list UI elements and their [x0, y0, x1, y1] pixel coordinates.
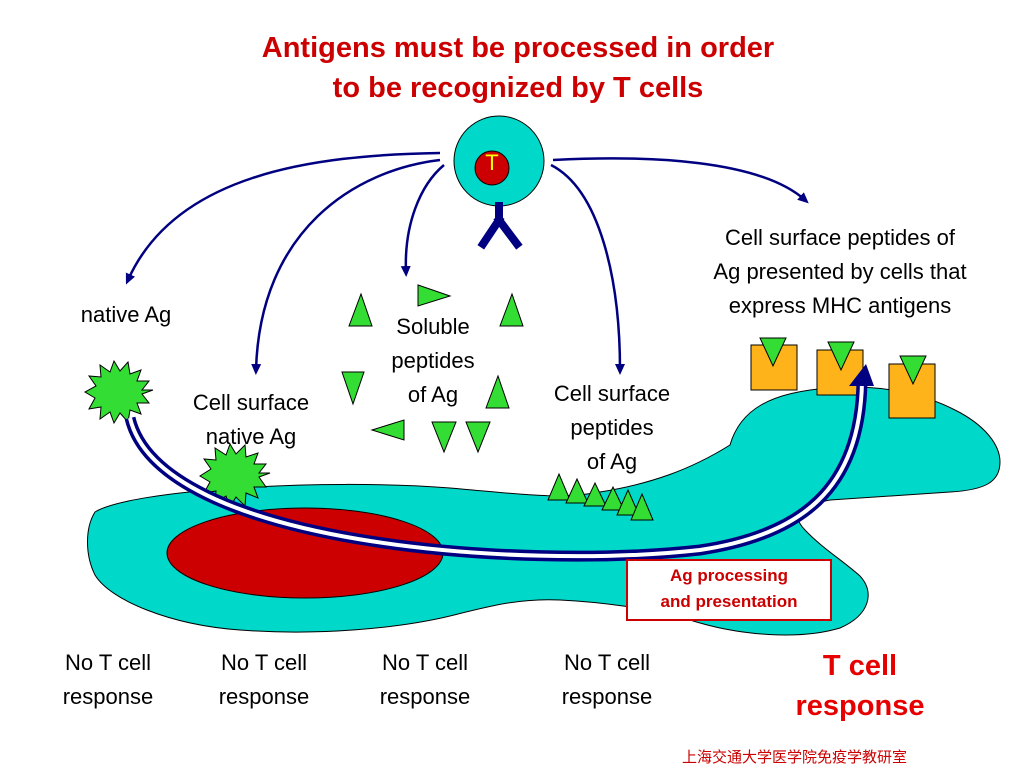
t-cell-nucleus: [474, 150, 510, 186]
processing-arrowhead: [849, 364, 874, 386]
native-antigen: [83, 359, 154, 425]
mhc-bound-peptide: [827, 341, 855, 372]
footer-institution: 上海交通大学医学院免疫学教研室: [682, 748, 908, 766]
cell-surface-native-antigen: [199, 442, 271, 509]
response-soluble-peptides: No T cell response: [379, 650, 471, 709]
cell-surface-native-ag-label: Cell surface native Ag: [192, 390, 310, 449]
soluble-peptides-label: Soluble peptides of Ag: [391, 314, 475, 407]
response-cell-surface-native: No T cell response: [218, 650, 310, 709]
recognition-arrows: [125, 151, 809, 375]
t-cell-receptor: [477, 202, 523, 250]
surface-peptides: [547, 472, 654, 521]
response-cell-surface-peptides: No T cell response: [561, 650, 653, 709]
page-title: Antigens must be processed in order to b…: [0, 28, 1024, 108]
mhc-bound-peptide: [899, 355, 927, 386]
t-cell-label: T: [485, 150, 499, 175]
ag-processing-box: Ag processing and presentation: [626, 559, 832, 621]
title-line-1: Antigens must be processed in order: [261, 32, 775, 64]
mhc-bound-peptide: [759, 337, 787, 368]
nucleus: [166, 507, 444, 599]
response-native-ag: No T cell response: [62, 650, 154, 709]
cell-surface-peptides-label: Cell surface peptides of Ag: [553, 381, 671, 474]
mhc-presented-label: Cell surface peptides of Ag presented by…: [713, 225, 967, 318]
t-cell-response: T cell response: [795, 650, 925, 722]
soluble-peptides: [341, 284, 524, 454]
native-ag-label: native Ag: [80, 302, 172, 327]
title-line-2: to be recognized by T cells: [332, 72, 704, 104]
